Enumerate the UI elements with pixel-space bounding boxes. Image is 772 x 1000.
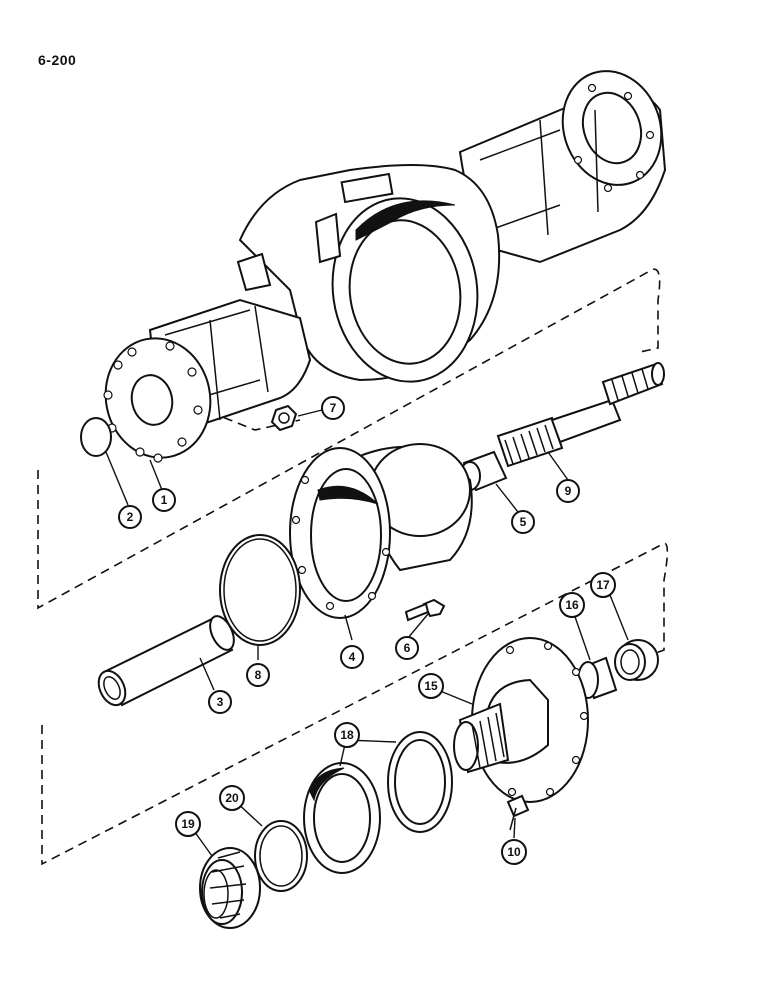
callout-5: 5	[511, 510, 535, 534]
callout-10: 10	[501, 839, 527, 865]
bearing-cone-19	[199, 847, 261, 929]
flange-bolt-holes	[103, 83, 655, 463]
stud-10	[506, 794, 530, 831]
upper-group-boundary	[37, 268, 661, 610]
wheel-hub-15	[453, 637, 589, 803]
callout-5-label: 5	[520, 515, 527, 529]
callout-3-label: 3	[217, 695, 224, 709]
callout-6-label: 6	[404, 641, 411, 655]
callout-6: 6	[395, 636, 419, 660]
callout-9-label: 9	[565, 484, 572, 498]
callout-8-label: 8	[255, 668, 262, 682]
callout-7-label: 7	[330, 401, 337, 415]
callout-1: 1	[152, 488, 176, 512]
callout-20: 20	[219, 785, 245, 811]
seal-18-outer	[303, 762, 381, 874]
tube-3	[97, 615, 235, 707]
lower-group-boundary	[41, 542, 669, 866]
callout-19: 19	[175, 811, 201, 837]
callout-16-label: 16	[565, 598, 579, 612]
callout-1-label: 1	[161, 493, 168, 507]
callout-17-label: 17	[596, 578, 610, 592]
o-ring-2	[80, 417, 112, 457]
hub-carrier-4	[289, 443, 473, 619]
callout-18: 18	[334, 722, 360, 748]
callout-4-label: 4	[349, 650, 356, 664]
callout-7: 7	[321, 396, 345, 420]
seal-17	[614, 639, 659, 681]
o-ring-8	[219, 534, 301, 646]
seal-18-inner	[387, 731, 453, 833]
axle-housing	[104, 70, 667, 459]
callout-10-label: 10	[507, 845, 521, 859]
callout-19-label: 19	[181, 817, 195, 831]
bolt-6	[404, 598, 446, 622]
callout-3: 3	[208, 690, 232, 714]
callout-2: 2	[118, 505, 142, 529]
callout-15-label: 15	[424, 679, 438, 693]
page-code: 6-200	[38, 52, 77, 68]
callout-18-label: 18	[340, 728, 354, 742]
callout-4: 4	[340, 645, 364, 669]
callout-20-label: 20	[225, 791, 239, 805]
callout-17: 17	[590, 572, 616, 598]
callout-16: 16	[559, 592, 585, 618]
callout-8: 8	[246, 663, 270, 687]
nut-7	[270, 404, 298, 432]
callout-2-label: 2	[127, 510, 134, 524]
cup-20	[254, 820, 308, 892]
callout-9: 9	[556, 479, 580, 503]
axle-shaft-9	[496, 362, 665, 468]
callout-15: 15	[418, 673, 444, 699]
